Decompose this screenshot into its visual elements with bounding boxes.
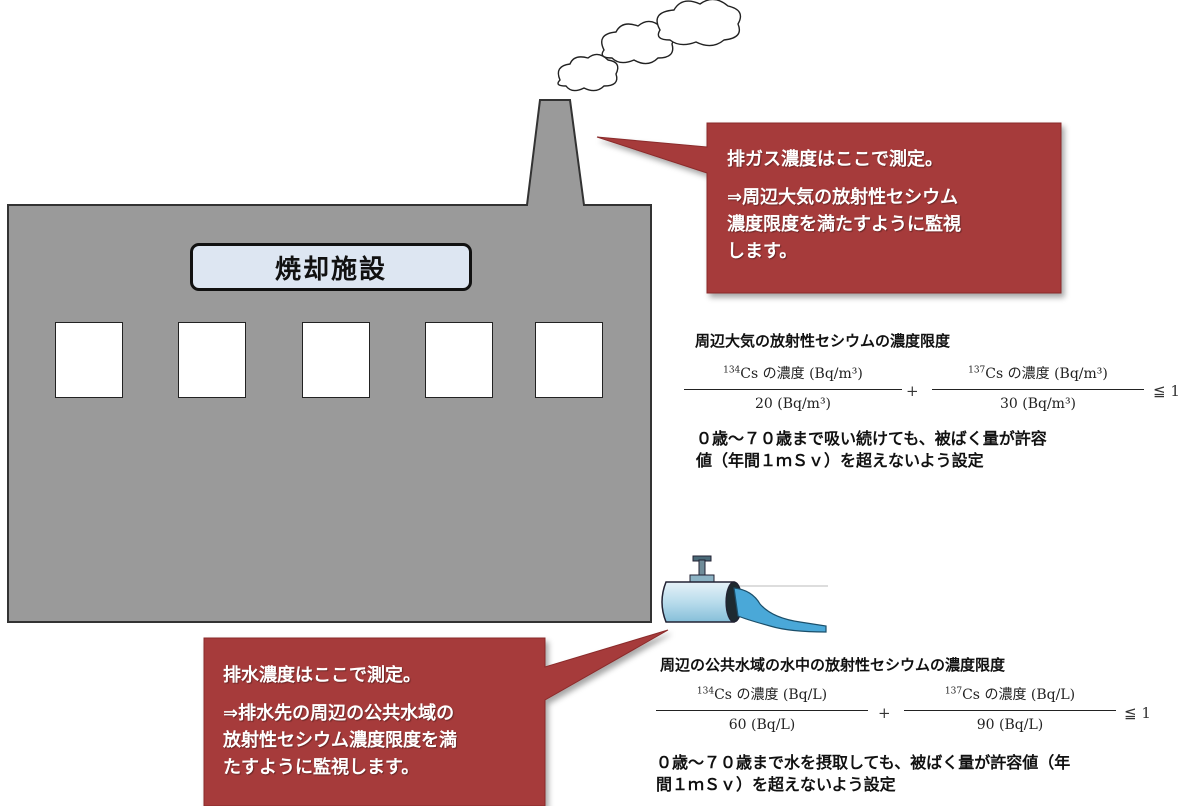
water-term2-numerator: Cs の濃度 (Bq/L) [962, 687, 1076, 703]
water-term1-numerator: Cs の濃度 (Bq/L) [714, 687, 828, 703]
callout-gas-box [596, 122, 1062, 294]
air-term2-numerator: Cs の濃度 (Bq/m³) [985, 366, 1108, 382]
air-limit-term-134: 134Cs の濃度 (Bq/m³) 20 (Bq/m³) [684, 363, 902, 412]
water-limit-note: ０歳～７０歳まで水を摂取しても、被ばく量が許容値（年 間１ｍＳｖ）を超えないよう… [656, 753, 1071, 794]
water-relation: ≦ 1 [1124, 704, 1151, 722]
isotope-mass-137: 137 [968, 365, 986, 376]
callout-water-lead: 排水濃度はここで測定。 [223, 665, 421, 686]
callout-gas-text: 排ガス濃度はここで測定。 ⇒周辺大気の放射性セシウム 濃度限度を満たすように監視… [727, 146, 1052, 265]
callout-gas-body: ⇒周辺大気の放射性セシウム 濃度限度を満たすように監視 します。 [727, 187, 961, 262]
facility-name: 焼却施設 [274, 254, 387, 285]
isotope-mass-137: 137 [944, 686, 963, 697]
facility-name-sign: 焼却施設 [190, 243, 472, 291]
air-limit-term-137: 137Cs の濃度 (Bq/m³) 30 (Bq/m³) [932, 363, 1144, 412]
water-stream-icon [733, 587, 827, 633]
water-term2-denominator: 90 (Bq/L) [976, 717, 1044, 733]
callout-water-body: ⇒排水先の周辺の公共水域の 放射性セシウム濃度限度を満 たすように監視します。 [223, 703, 457, 778]
drain-pipe-icon [661, 555, 828, 633]
building-window [302, 322, 370, 398]
air-plus-sign: + [906, 382, 919, 400]
water-plus-sign: + [878, 704, 891, 722]
building-window [425, 322, 493, 398]
air-relation: ≦ 1 [1153, 382, 1180, 400]
building-window [55, 322, 123, 398]
air-limit-title: 周辺大気の放射性セシウムの濃度限度 [695, 332, 951, 350]
isotope-mass-134: 134 [696, 686, 715, 697]
air-term2-denominator: 30 (Bq/m³) [999, 396, 1077, 412]
smoke-cloud-small [557, 53, 619, 92]
air-term1-numerator: Cs の濃度 (Bq/m³) [740, 366, 863, 382]
callout-gas-lead: 排ガス濃度はここで測定。 [727, 149, 943, 170]
isotope-mass-134: 134 [723, 365, 741, 376]
air-term1-denominator: 20 (Bq/m³) [754, 396, 832, 412]
water-term1-denominator: 60 (Bq/L) [728, 717, 796, 733]
water-limit-term-137: 137Cs の濃度 (Bq/L) 90 (Bq/L) [904, 684, 1116, 733]
building-window [535, 322, 603, 398]
smoke-clouds [557, 0, 742, 92]
callout-water-text: 排水濃度はここで測定。 ⇒排水先の周辺の公共水域の 放射性セシウム濃度限度を満 … [223, 662, 541, 781]
smoke-cloud-medium [601, 20, 675, 65]
air-limit-note: ０歳～７０歳まで吸い続けても、被ばく量が許容 値（年間１ｍＳｖ）を超えないよう設… [696, 429, 1047, 470]
water-limit-title: 周辺の公共水域の水中の放射性セシウムの濃度限度 [660, 656, 1006, 674]
callout-water-box [203, 629, 669, 806]
water-limit-term-134: 134Cs の濃度 (Bq/L) 60 (Bq/L) [656, 684, 868, 733]
building-window [178, 322, 246, 398]
smoke-cloud-large [656, 0, 742, 47]
